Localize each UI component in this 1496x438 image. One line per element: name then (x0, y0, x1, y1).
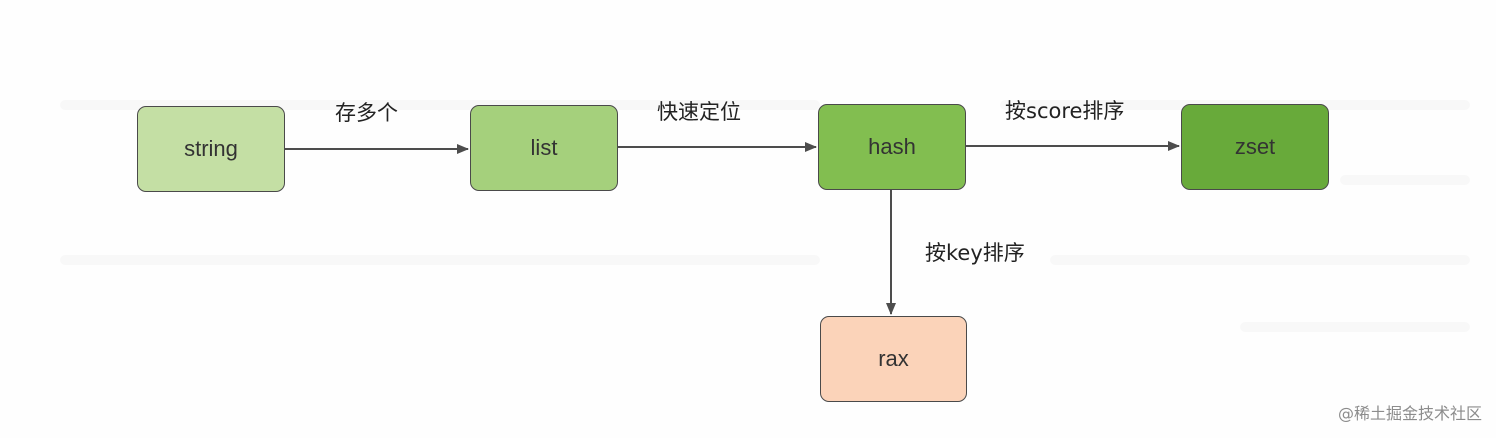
edge-label-string-list: 存多个 (335, 101, 398, 125)
node-hash: hash (818, 104, 966, 190)
edge-label-hash-rax: 按key排序 (925, 241, 1025, 265)
node-rax: rax (820, 316, 967, 402)
node-list-label: list (530, 135, 558, 160)
node-zset: zset (1181, 104, 1329, 190)
node-rax-label: rax (878, 346, 909, 371)
node-hash-label: hash (868, 134, 916, 159)
edge-label-list-hash: 快速定位 (657, 100, 741, 124)
node-string: string (137, 106, 285, 192)
edge-label-hash-zset: 按score排序 (1005, 99, 1125, 123)
node-zset-label: zset (1234, 134, 1276, 159)
node-list: list (470, 105, 618, 191)
node-string-label: string (184, 136, 238, 161)
watermark: @稀土掘金技术社区 (1337, 404, 1482, 423)
